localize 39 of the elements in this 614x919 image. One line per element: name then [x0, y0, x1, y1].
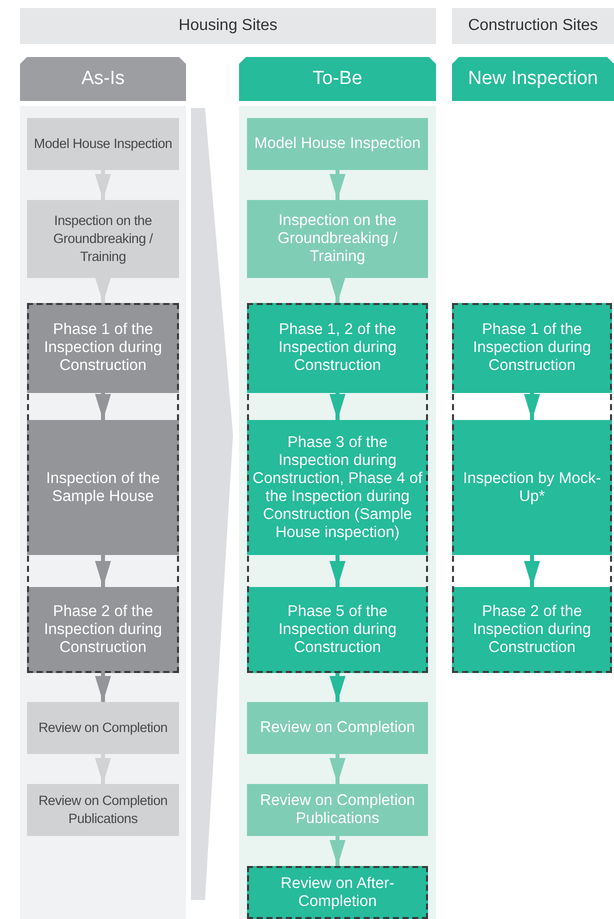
section-band: Housing Sites	[20, 8, 436, 44]
process-box: Phase 1 of the Inspection during Construction	[452, 303, 612, 393]
process-box: Phase 2 of the Inspection during Construction	[27, 587, 179, 673]
arrow	[330, 555, 346, 587]
arrow	[524, 393, 540, 420]
process-box: Phase 2 of the Inspection during Construction	[452, 587, 612, 673]
process-box: Review on After-Completion	[247, 866, 428, 919]
arrow	[95, 673, 111, 702]
section-band: Construction Sites	[452, 8, 614, 44]
process-box: Review on Completion Publications	[27, 784, 179, 836]
process-box: Phase 3 of the Inspection during Construction, Phase 4 of the Inspection during Construction (Sample House inspection)	[247, 420, 428, 555]
process-box: Inspection by Mock-Up*	[452, 420, 612, 555]
arrow	[95, 277, 111, 303]
arrow	[95, 555, 111, 587]
arrow	[524, 555, 540, 587]
process-box: Review on Completion	[27, 702, 179, 754]
arrow	[330, 393, 346, 420]
process-box: Inspection of the Sample House	[27, 420, 179, 555]
process-box: Inspection on the Groundbreaking / Training	[247, 200, 428, 278]
column-header-tab: New Inspection	[452, 57, 614, 101]
arrow	[95, 170, 111, 200]
process-box: Model House Inspection	[27, 118, 179, 170]
process-box: Review on Completion Publications	[247, 784, 428, 836]
process-box: Review on Completion	[247, 702, 428, 754]
arrow	[330, 673, 346, 702]
arrow	[330, 170, 346, 200]
process-box: Phase 5 of the Inspection during Construction	[247, 587, 428, 673]
process-box: Phase 1 of the Inspection during Construction	[27, 303, 179, 393]
arrow	[330, 836, 346, 866]
process-box: Inspection on the Groundbreaking / Training	[27, 200, 179, 278]
column-header-tab: To-Be	[239, 57, 436, 101]
transition-chevron	[191, 108, 233, 900]
arrow	[95, 754, 111, 784]
process-box: Model House Inspection	[247, 118, 428, 170]
column-header-tab: As-Is	[20, 57, 186, 101]
arrow	[95, 393, 111, 420]
arrow	[330, 754, 346, 784]
arrow	[330, 277, 346, 303]
process-box: Phase 1, 2 of the Inspection during Construction	[247, 303, 428, 393]
